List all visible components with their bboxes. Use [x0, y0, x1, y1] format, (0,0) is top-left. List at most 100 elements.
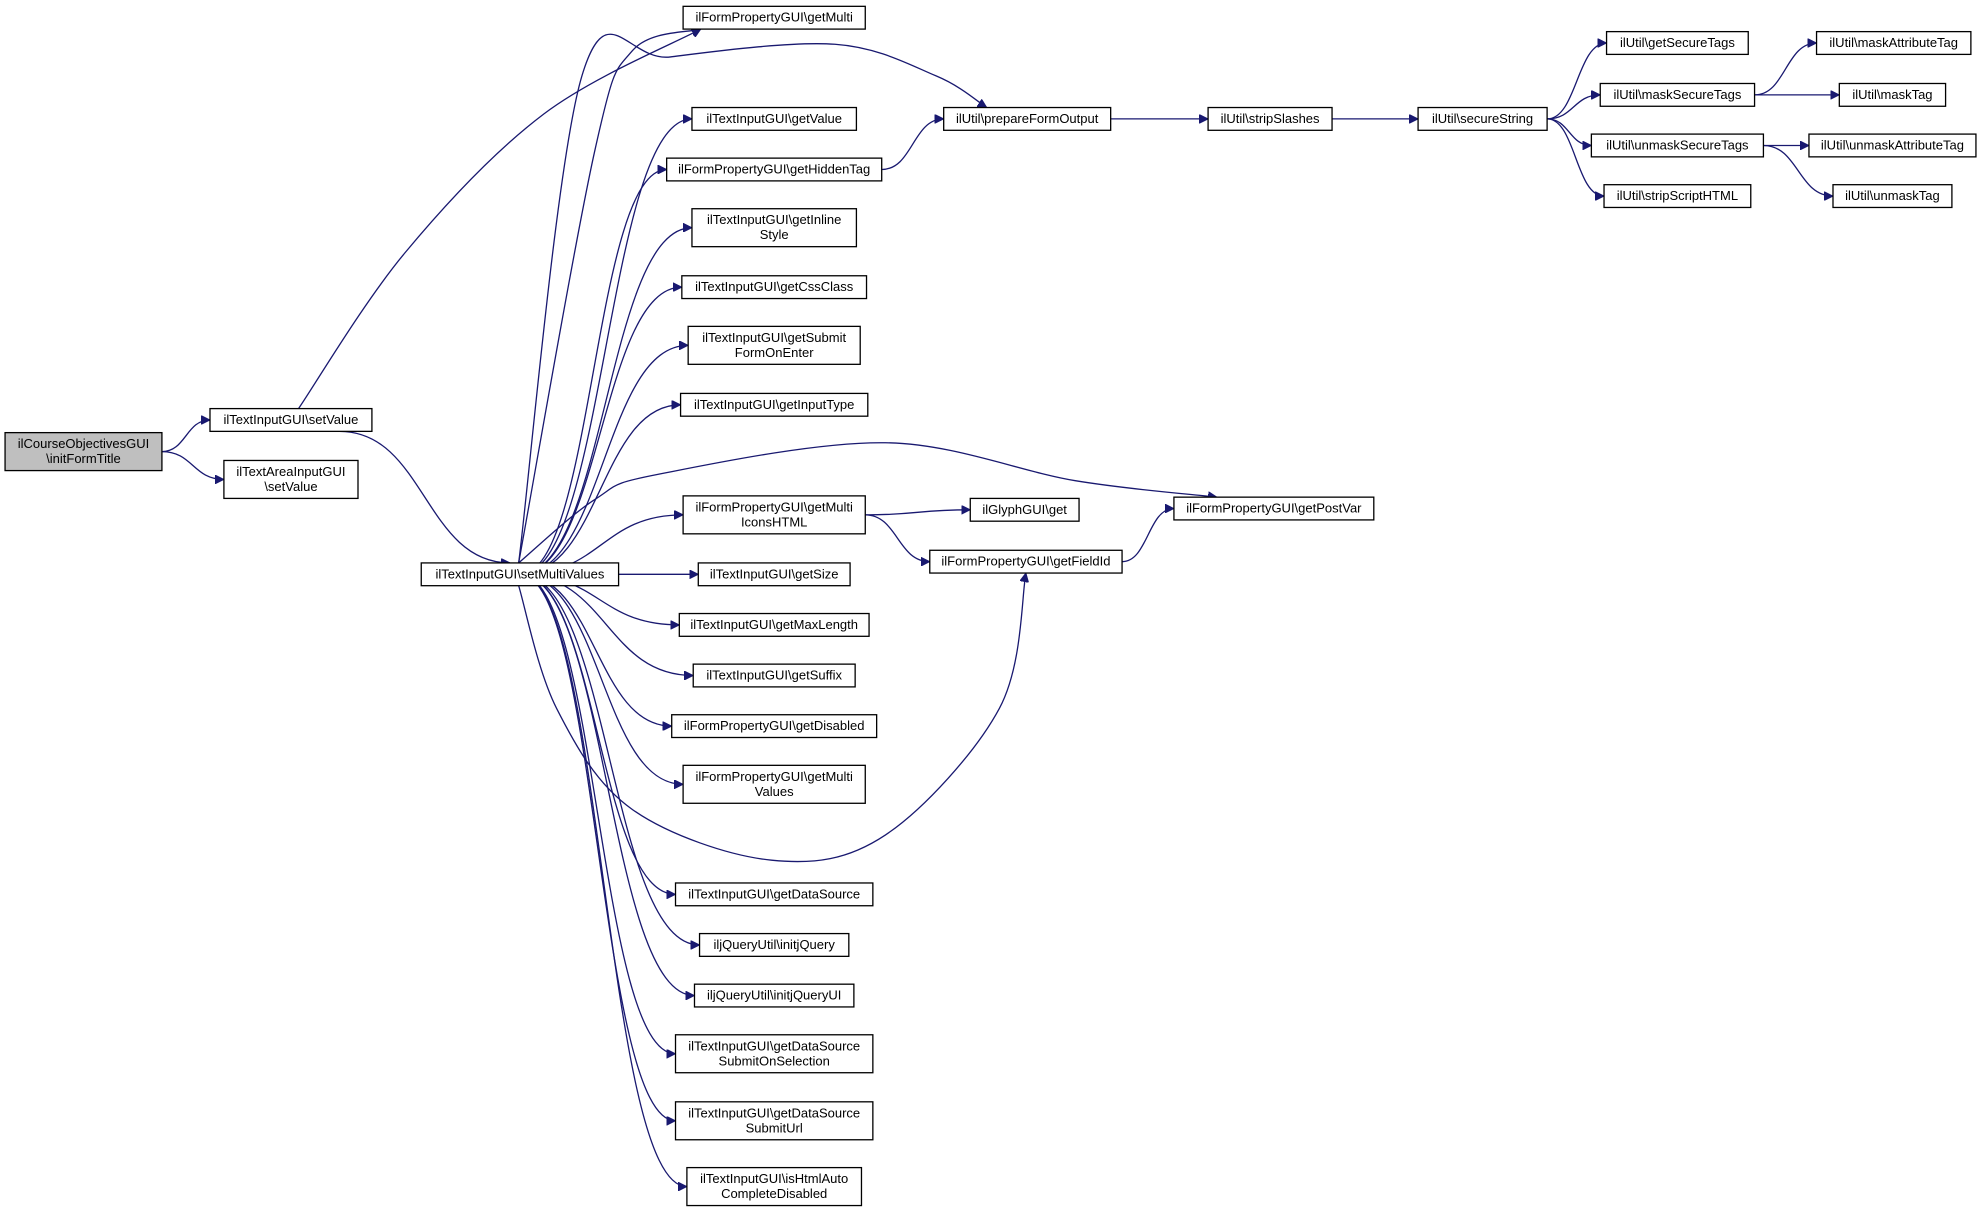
call-edge-fp_getFieldId-to-fp_getPostVar — [1122, 509, 1174, 563]
node-jq-initjQuery[interactable]: iljQueryUtil\initjQuery — [698, 932, 850, 957]
node-util-stripScriptHTML[interactable]: ilUtil\stripScriptHTML — [1603, 184, 1752, 209]
node-glyph-get[interactable]: ilGlyphGUI\get — [969, 497, 1080, 522]
node-tig-setValue[interactable]: ilTextInputGUI\setValue — [209, 407, 373, 433]
call-edge-setMultiValues-to-fp_getFieldId — [518, 573, 1026, 863]
node-label-line: ilTextInputGUI\getInline — [707, 212, 841, 227]
node-util-secureString[interactable]: ilUtil\secureString — [1417, 106, 1548, 131]
edge-arrow — [1763, 144, 1833, 196]
call-edge-setMultiValues-to-util_prepareFormOutput — [518, 33, 987, 564]
node-label-line: ilGlyphGUI\get — [982, 502, 1067, 517]
node-util-unmaskAttributeTag[interactable]: ilUtil\unmaskAttributeTag — [1808, 133, 1977, 158]
edge-arrow — [518, 33, 987, 564]
node-tig-isHtmlAutoCompleteDisabled[interactable]: ilTextInputGUI\isHtmlAutoCompleteDisable… — [686, 1166, 863, 1207]
call-edge-setMultiValues-to-tig_getCssClass — [519, 287, 682, 575]
node-fp-getHiddenTag[interactable]: ilFormPropertyGUI\getHiddenTag — [666, 157, 883, 182]
node-label-line: ilTextInputGUI\getCssClass — [695, 279, 854, 294]
node-root[interactable]: ilCourseObjectivesGUI\initFormTitle — [4, 431, 163, 472]
node-label-line: ilTextInputGUI\setMultiValues — [435, 566, 604, 581]
node-box — [682, 764, 866, 804]
node-label-line: ilUtil\secureString — [1432, 111, 1533, 126]
node-label-line: ilUtil\unmaskAttributeTag — [1821, 137, 1964, 152]
edge-arrow — [865, 514, 930, 562]
node-tig-getDataSource[interactable]: ilTextInputGUI\getDataSource — [674, 882, 874, 907]
edge-arrow — [519, 228, 692, 575]
edge-arrow — [1547, 95, 1600, 120]
node-label-line: CompleteDisabled — [721, 1186, 827, 1201]
node-box — [4, 431, 163, 472]
call-edge-root-to-tig_setValue — [161, 420, 211, 453]
node-label-line: \setValue — [264, 479, 317, 494]
edge-arrow — [519, 573, 687, 1186]
node-box — [929, 549, 1123, 574]
node-box — [1590, 133, 1765, 158]
call-edge-fp_getHiddenTag-to-util_prepareFormOutput — [881, 119, 944, 171]
call-edge-setMultiValues-to-tig_isHtmlAutoCompleteDisabled — [519, 573, 687, 1186]
call-edge-root-to-taig_setValue — [161, 450, 224, 480]
node-fp-getMulti[interactable]: ilFormPropertyGUI\getMulti — [682, 5, 866, 30]
node-util-maskAttributeTag[interactable]: ilUtil\maskAttributeTag — [1815, 30, 1972, 56]
node-util-maskSecureTags[interactable]: ilUtil\maskSecureTags — [1599, 82, 1756, 107]
node-label-line: ilTextInputGUI\getSuffix — [706, 668, 842, 683]
node-util-unmaskSecureTags[interactable]: ilUtil\unmaskSecureTags — [1590, 133, 1765, 158]
node-label-line: ilFormPropertyGUI\getMulti — [695, 499, 853, 514]
edge-arrow — [519, 287, 682, 575]
node-util-getSecureTags[interactable]: ilUtil\getSecureTags — [1605, 30, 1749, 56]
node-taig-setValue[interactable]: ilTextAreaInputGUI\setValue — [223, 459, 359, 500]
node-fp-getDisabled[interactable]: ilFormPropertyGUI\getDisabled — [671, 714, 878, 739]
node-tig-getDataSourceSubmitOnSelection[interactable]: ilTextInputGUI\getDataSourceSubmitOnSele… — [674, 1034, 874, 1074]
node-label-line: ilUtil\maskTag — [1852, 87, 1932, 102]
edge-arrow — [519, 119, 692, 575]
node-label-line: SubmitOnSelection — [719, 1053, 830, 1068]
node-fp-getFieldId[interactable]: ilFormPropertyGUI\getFieldId — [929, 549, 1123, 574]
node-box — [674, 1101, 874, 1141]
node-label-line: ilTextInputGUI\getDataSource — [688, 1105, 860, 1120]
edge-arrow — [519, 573, 700, 945]
node-util-stripSlashes[interactable]: ilUtil\stripSlashes — [1207, 106, 1333, 131]
node-box — [1207, 106, 1333, 131]
node-label-line: Values — [755, 784, 794, 799]
call-edge-setMultiValues-to-tig_getDataSourceSubmitUrl — [519, 573, 676, 1120]
edge-arrow — [519, 170, 667, 575]
node-box — [674, 882, 874, 907]
node-tig-getMaxLength[interactable]: ilTextInputGUI\getMaxLength — [678, 612, 870, 637]
node-box — [691, 106, 858, 131]
node-tig-getValue[interactable]: ilTextInputGUI\getValue — [691, 106, 858, 131]
node-tig-getInputType[interactable]: ilTextInputGUI\getInputType — [679, 392, 869, 417]
node-fp-getPostVar[interactable]: ilFormPropertyGUI\getPostVar — [1173, 496, 1375, 521]
node-label-line: IconsHTML — [741, 514, 807, 529]
node-label-line: Style — [760, 227, 789, 242]
node-setMultiValues[interactable]: ilTextInputGUI\setMultiValues — [420, 562, 620, 587]
call-edge-tig_setValue-to-setMultiValues — [339, 430, 511, 563]
node-box — [1838, 82, 1947, 107]
node-jq-initjQueryUI[interactable]: iljQueryUtil\initjQueryUI — [693, 983, 855, 1008]
node-box — [420, 562, 620, 587]
node-label-line: ilUtil\stripScriptHTML — [1617, 188, 1738, 203]
call-edge-setMultiValues-to-tig_getValue — [519, 119, 692, 575]
node-box — [698, 932, 850, 957]
call-edge-util_secureString-to-util_getSecureTags — [1547, 43, 1607, 120]
node-box — [1603, 184, 1752, 209]
node-box — [682, 495, 866, 535]
call-edge-tig_setValue-to-fp_getMulti — [298, 28, 701, 409]
node-box — [666, 157, 883, 182]
node-util-maskTag[interactable]: ilUtil\maskTag — [1838, 82, 1947, 107]
node-label-line: ilTextInputGUI\setValue — [224, 412, 359, 427]
node-tig-getSize[interactable]: ilTextInputGUI\getSize — [697, 562, 851, 587]
node-box — [1605, 30, 1749, 56]
node-label-line: iljQueryUtil\initjQueryUI — [707, 988, 841, 1003]
node-label-line: ilTextAreaInputGUI — [236, 464, 345, 479]
call-edge-fp_getMultiIconsHTML-to-glyph_get — [865, 510, 970, 516]
node-util-unmaskTag[interactable]: ilUtil\unmaskTag — [1832, 184, 1953, 209]
call-edge-setMultiValues-to-tig_getDataSourceSubmitOnSelection — [519, 573, 676, 1053]
node-label-line: ilFormPropertyGUI\getFieldId — [941, 554, 1110, 569]
edge-arrow — [1547, 43, 1607, 120]
node-tig-getSuffix[interactable]: ilTextInputGUI\getSuffix — [692, 663, 856, 688]
node-util-prepareFormOutput[interactable]: ilUtil\prepareFormOutput — [943, 106, 1112, 131]
node-tig-getCssClass[interactable]: ilTextInputGUI\getCssClass — [681, 275, 868, 300]
call-edge-setMultiValues-to-tig_getInlineStyle — [519, 228, 692, 575]
